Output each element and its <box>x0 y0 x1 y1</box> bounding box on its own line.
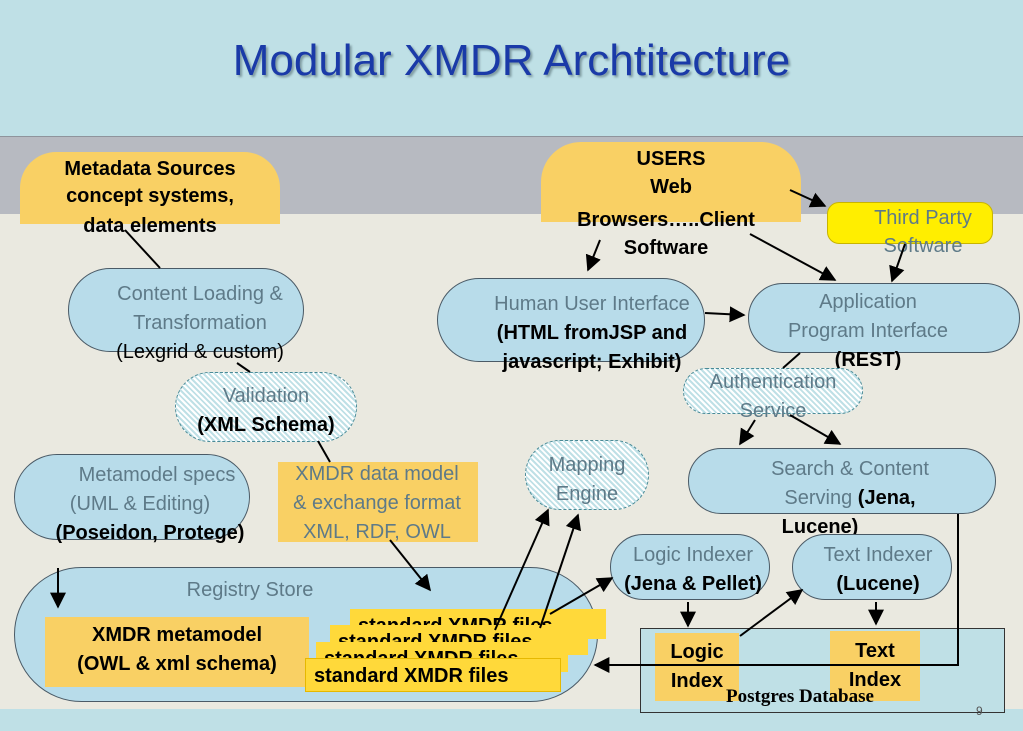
content-loading-line1: Content Loading & <box>117 283 283 305</box>
slide-number: 9 <box>976 704 983 718</box>
api-node <box>748 283 1020 353</box>
users-line2: Web <box>650 176 692 198</box>
mapping-engine-text: Mapping Engine <box>525 451 649 509</box>
logic-index-line2: Index <box>670 670 724 692</box>
human-ui-line3: javascript; Exhibit) <box>502 351 682 373</box>
users-node: USERS Web <box>541 142 801 222</box>
standard-file-4: standard XMDR files <box>305 658 561 692</box>
metamodel-specs-node <box>14 454 250 540</box>
users-line3: Browsers…..Client <box>577 209 755 231</box>
xmdr-metamodel-node <box>45 617 309 687</box>
human-ui-line1: Human User Interface <box>494 293 690 315</box>
content-loading-text: Content Loading & Transformation (Lexgri… <box>80 280 320 367</box>
search-line2: Serving (Jena, <box>700 484 1000 513</box>
third-party-line2: Software <box>883 235 963 257</box>
auth-text: Authentication Service <box>683 368 863 426</box>
mapping-engine-node <box>525 440 649 510</box>
bottom-strip <box>0 709 1023 731</box>
metadata-sources-line3: data elements <box>83 215 217 237</box>
xmdr-data-model-line2: & exchange format <box>293 492 461 514</box>
search-line2a: Serving <box>784 487 853 509</box>
validation-line2: (XML Schema) <box>197 414 335 436</box>
slide-title: Modular XMDR Archtitecture <box>232 36 791 85</box>
content-loading-line2: Transformation <box>133 312 267 334</box>
users-line1: USERS <box>636 148 706 170</box>
registry-store-label: Registry Store <box>186 579 314 601</box>
mapping-engine-line2: Engine <box>555 483 619 505</box>
xmdr-metamodel-text: XMDR metamodel (OWL & xml schema) <box>45 621 309 679</box>
xmdr-data-model-line1: XMDR data model <box>295 463 459 485</box>
api-line1: Application <box>819 291 917 313</box>
logic-index-line1: Logic <box>670 641 724 663</box>
api-line2: Program Interface <box>787 320 949 342</box>
users-line4: Software <box>623 237 709 259</box>
text-indexer-line2: (Lucene) <box>836 573 920 595</box>
human-ui-node <box>437 278 705 362</box>
api-line3: (REST) <box>834 349 902 371</box>
xmdr-data-model-text: XMDR data model & exchange format XML, R… <box>270 460 484 547</box>
content-loading-node <box>68 268 304 352</box>
mapping-engine-line1: Mapping <box>548 454 626 476</box>
metadata-sources-line1: Metadata Sources <box>64 158 236 180</box>
metadata-sources-line2: concept systems, <box>66 185 234 207</box>
validation-text: Validation (XML Schema) <box>175 382 357 440</box>
validation-node <box>175 372 357 442</box>
metamodel-specs-line2: (UML & Editing) <box>69 493 211 515</box>
search-line2b: (Jena, <box>857 487 916 509</box>
logic-indexer-text: Logic Indexer (Jena & Pellet) <box>603 541 783 599</box>
logic-indexer-line1: Logic Indexer <box>632 544 754 566</box>
logic-indexer-line2: (Jena & Pellet) <box>624 573 762 595</box>
human-ui-text: Human User Interface (HTML fromJSP and j… <box>457 290 727 377</box>
text-indexer-line1: Text Indexer <box>823 544 933 566</box>
metamodel-specs-line3: (Poseidon, Protege) <box>55 522 245 544</box>
xmdr-metamodel-line2: (OWL & xml schema) <box>77 653 277 675</box>
auth-line2: Service <box>739 400 807 422</box>
metadata-sources-node: Metadata Sources concept systems, <box>20 152 280 224</box>
postgres-database-label: Postgres Database <box>726 686 874 707</box>
validation-line1: Validation <box>222 385 310 407</box>
search-text: Search & Content Serving (Jena, Lucene) <box>700 455 1000 542</box>
metamodel-specs-text: Metamodel specs (UML & Editing) (Poseido… <box>40 461 270 548</box>
text-indexer-text: Text Indexer (Lucene) <box>798 541 958 599</box>
xmdr-metamodel-line1: XMDR metamodel <box>91 624 263 646</box>
third-party-line1: Third Party <box>874 207 972 229</box>
text-index-line1: Text <box>855 640 895 662</box>
human-ui-line2: (HTML fromJSP and <box>496 322 688 344</box>
metamodel-specs-line1: Metamodel specs <box>78 464 236 486</box>
xmdr-data-model-line3: XML, RDF, OWL <box>303 521 451 543</box>
text-index-line2: Index <box>848 669 902 691</box>
api-text: Application Program Interface (REST) <box>748 288 988 375</box>
search-line1: Search & Content <box>771 458 929 480</box>
auth-line1: Authentication <box>709 371 837 393</box>
third-party-node <box>827 202 993 244</box>
auth-node <box>683 368 863 414</box>
search-node <box>688 448 996 514</box>
xmdr-data-model-node <box>278 462 478 542</box>
content-loading-line3: (Lexgrid & custom) <box>116 341 284 363</box>
